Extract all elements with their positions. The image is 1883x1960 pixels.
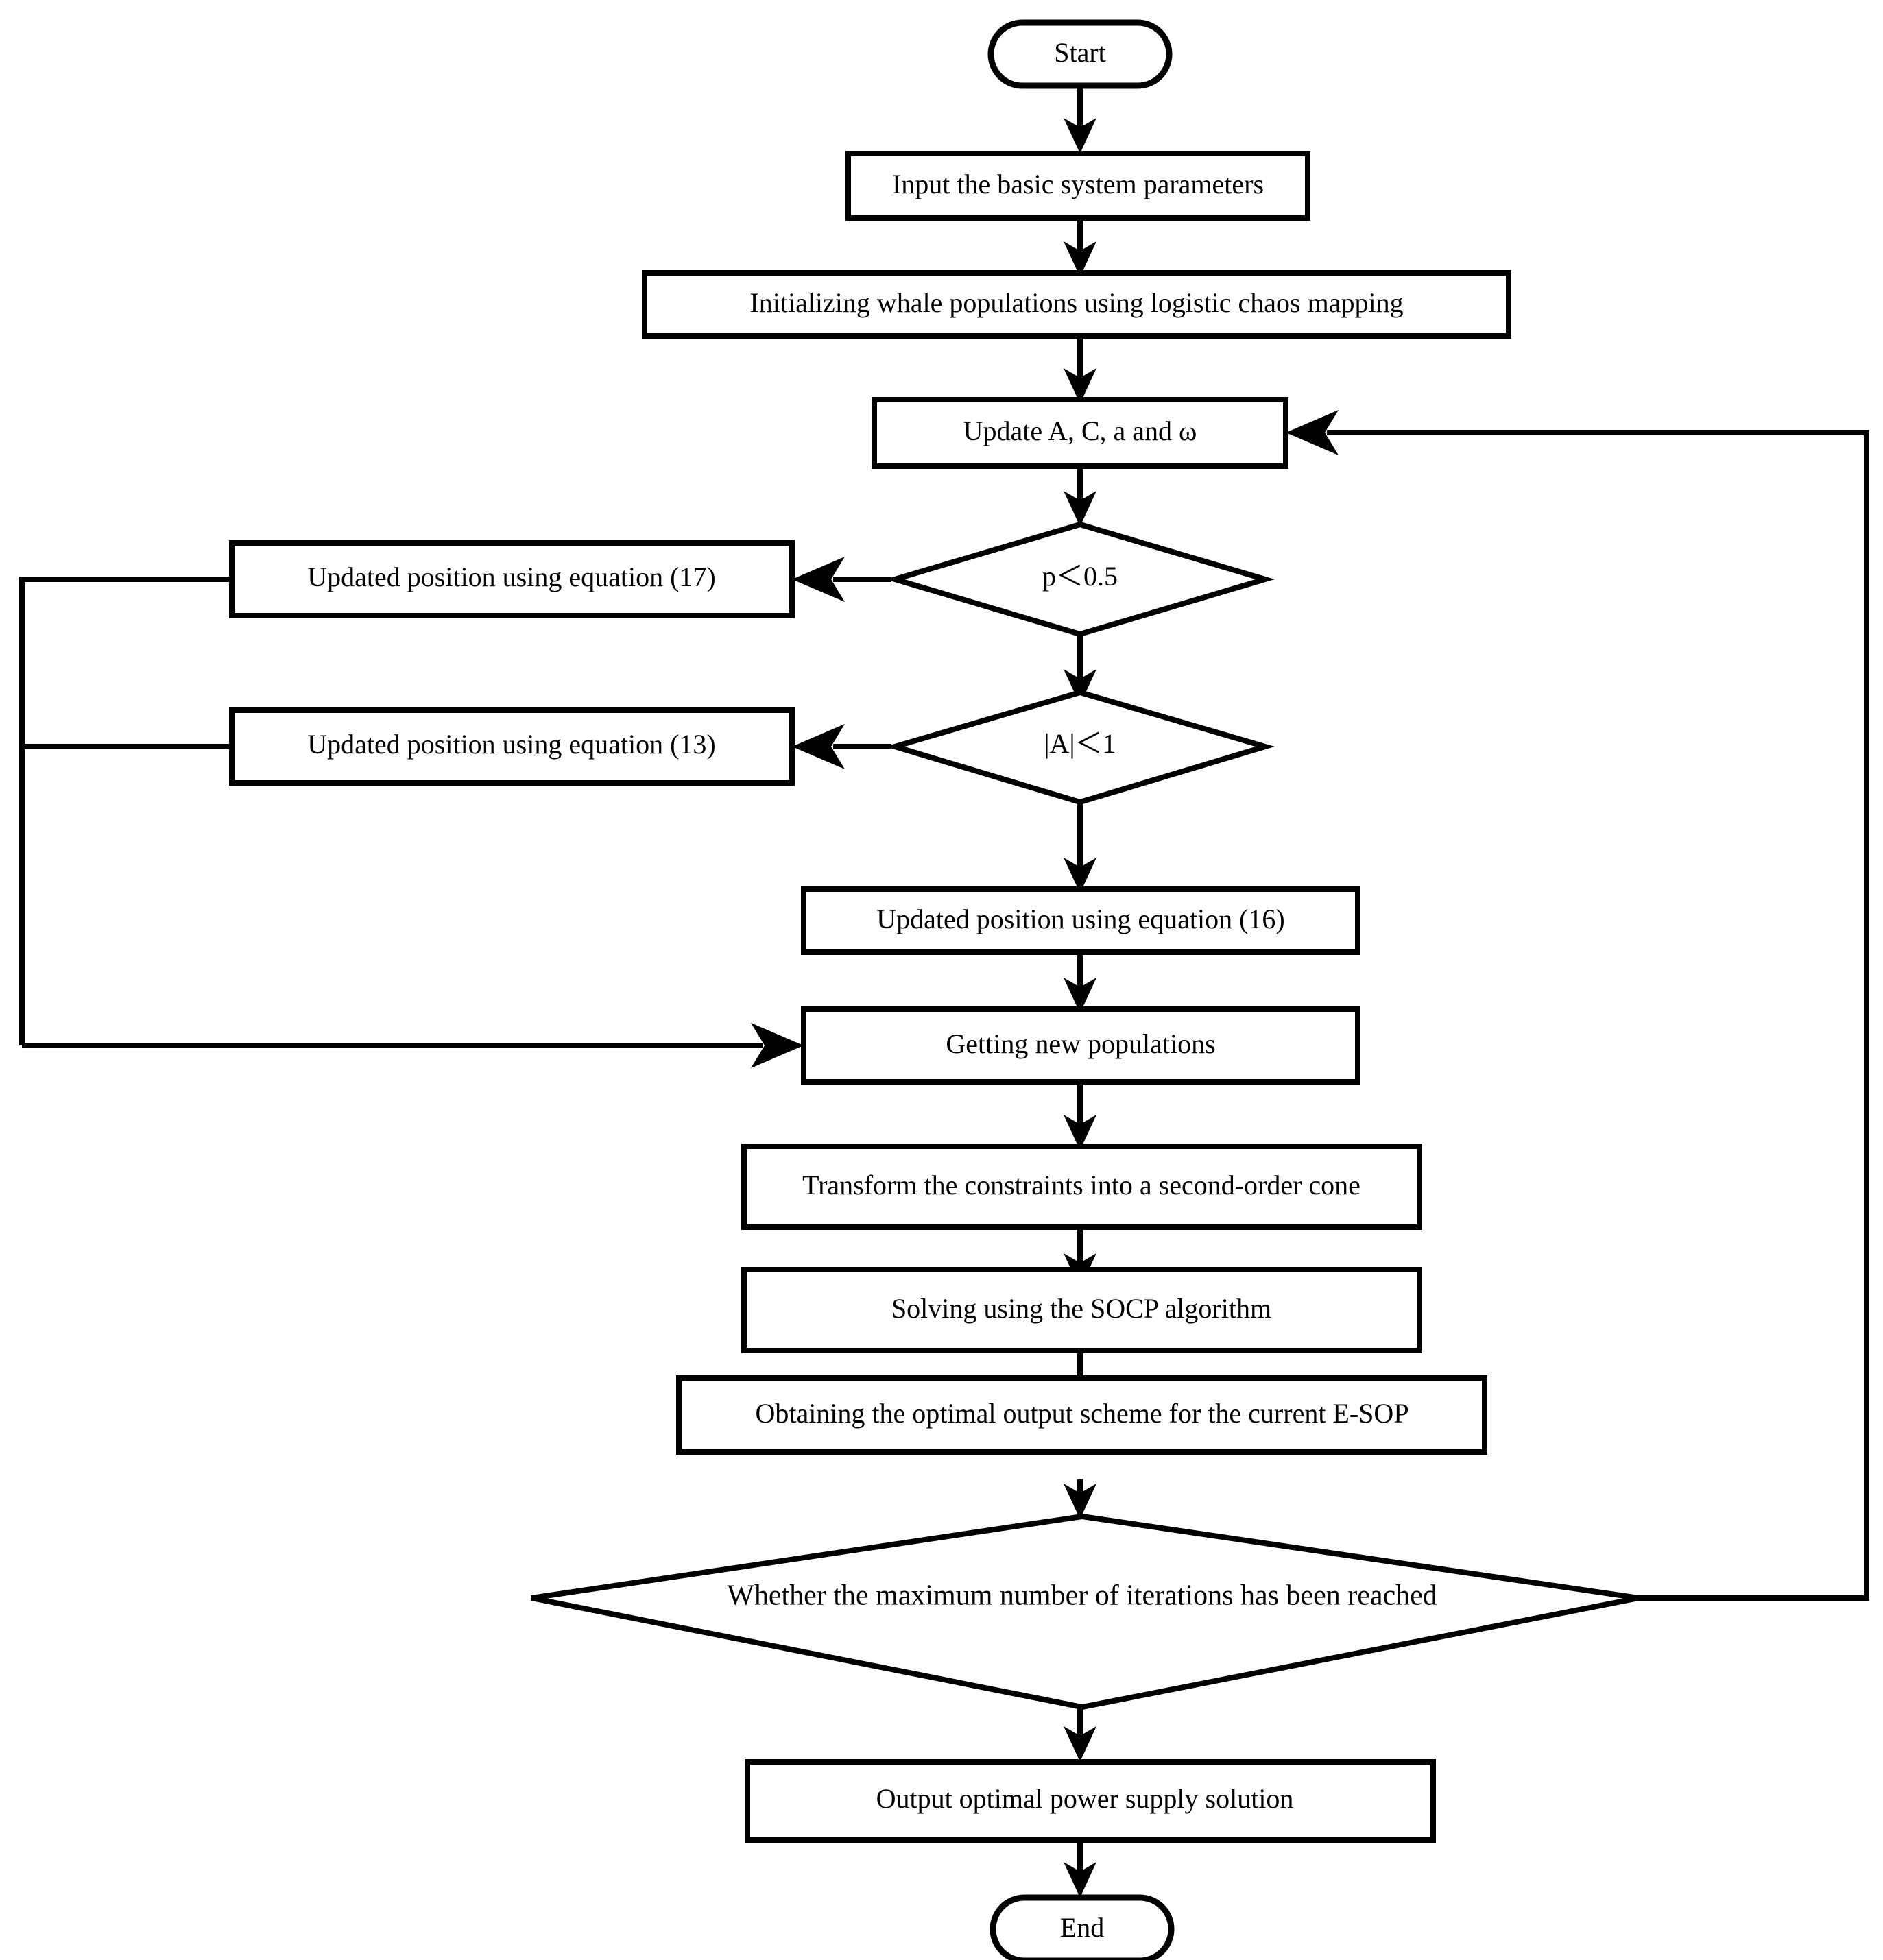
node-decision-a[interactable]: |A|＜1 bbox=[885, 689, 1275, 806]
edge-decision-max-feedback-to-update bbox=[1286, 410, 1869, 1601]
edge-eq17-feedback bbox=[19, 577, 232, 1045]
node-obtain-scheme-label: Obtaining the optimal output scheme for … bbox=[755, 1398, 1408, 1429]
edge-obtain-to-decision-max bbox=[1064, 1479, 1096, 1519]
edge-decision-a-to-eq16 bbox=[1064, 802, 1096, 893]
node-init-whale[interactable]: Initializing whale populations using log… bbox=[642, 270, 1511, 339]
node-eq17-label: Updated position using equation (17) bbox=[307, 561, 715, 592]
node-obtain-scheme[interactable]: Obtaining the optimal output scheme for … bbox=[676, 1375, 1487, 1455]
node-update-acaw-label: Update A, C, a and ω bbox=[963, 415, 1197, 446]
node-eq16[interactable]: Updated position using equation (16) bbox=[801, 886, 1360, 955]
node-end[interactable]: End bbox=[990, 1894, 1175, 1960]
edge-start-to-input-params bbox=[1064, 86, 1096, 154]
node-decision-max-iter-label: Whether the maximum number of iterations… bbox=[727, 1580, 1437, 1612]
edge-decision-max-to-output bbox=[1064, 1707, 1096, 1762]
edge-output-to-end bbox=[1064, 1840, 1096, 1898]
node-eq17[interactable]: Updated position using equation (17) bbox=[229, 540, 795, 618]
node-solve-socp[interactable]: Solving using the SOCP algorithm bbox=[741, 1267, 1422, 1353]
edge-feedback-trunk-to-new-populations bbox=[22, 1023, 804, 1068]
node-output-solution-label: Output optimal power supply solution bbox=[876, 1783, 1294, 1814]
node-new-populations[interactable]: Getting new populations bbox=[801, 1006, 1360, 1085]
node-decision-p-label: p＜0.5 bbox=[1042, 561, 1118, 592]
node-start-label: Start bbox=[1054, 37, 1106, 68]
node-eq16-label: Updated position using equation (16) bbox=[876, 904, 1284, 934]
edge-init-whale-to-update bbox=[1064, 336, 1096, 404]
edge-new-populations-to-transform bbox=[1064, 1082, 1096, 1150]
node-init-whale-label: Initializing whale populations using log… bbox=[749, 287, 1403, 318]
node-end-label: End bbox=[1060, 1912, 1104, 1943]
node-output-solution[interactable]: Output optimal power supply solution bbox=[745, 1759, 1436, 1843]
node-start[interactable]: Start bbox=[987, 19, 1173, 89]
node-input-params[interactable]: Input the basic system parameters bbox=[845, 151, 1310, 221]
node-new-populations-label: Getting new populations bbox=[946, 1028, 1215, 1059]
edge-decision-p-to-decision-a bbox=[1064, 634, 1096, 705]
node-update-acaw[interactable]: Update A, C, a and ω bbox=[872, 397, 1288, 469]
edge-input-params-to-init-whale bbox=[1064, 218, 1096, 277]
node-decision-a-label: |A|＜1 bbox=[1044, 728, 1116, 759]
edge-decision-p-to-eq17 bbox=[792, 557, 891, 602]
node-transform-cone-label: Transform the constraints into a second-… bbox=[802, 1170, 1360, 1200]
node-decision-max-iter[interactable]: Whether the maximum number of iterations… bbox=[531, 1513, 1640, 1710]
node-decision-p[interactable]: p＜0.5 bbox=[885, 521, 1275, 638]
node-solve-socp-label: Solving using the SOCP algorithm bbox=[891, 1293, 1271, 1324]
node-transform-cone[interactable]: Transform the constraints into a second-… bbox=[741, 1144, 1422, 1230]
edge-update-to-decision-p bbox=[1064, 466, 1096, 527]
node-eq13[interactable]: Updated position using equation (13) bbox=[229, 707, 795, 786]
edge-eq16-to-new-populations bbox=[1064, 952, 1096, 1013]
node-input-params-label: Input the basic system parameters bbox=[892, 169, 1264, 199]
node-eq13-label: Updated position using equation (13) bbox=[307, 729, 715, 760]
edge-decision-a-to-eq13 bbox=[792, 724, 891, 769]
